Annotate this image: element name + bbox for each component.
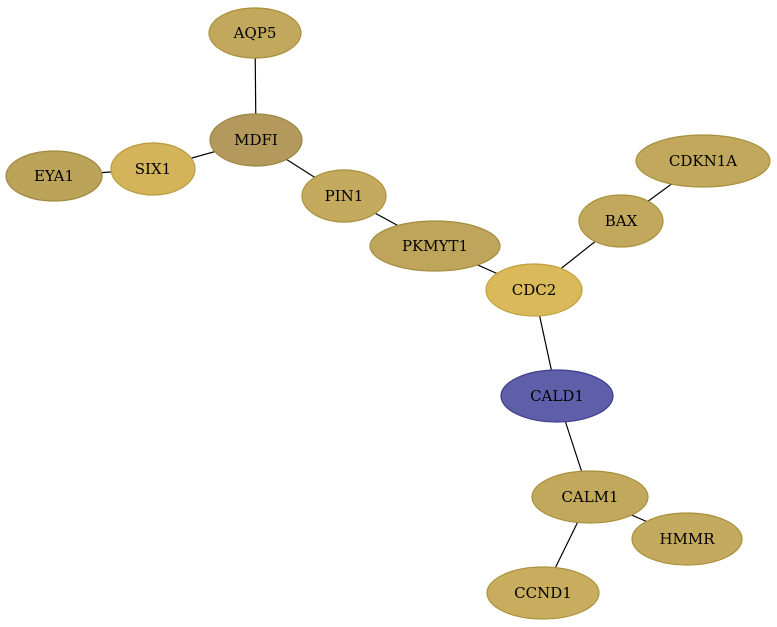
node-label: HMMR	[659, 530, 715, 548]
node-ccnd1[interactable]: CCND1	[486, 566, 600, 620]
node-ellipse	[631, 512, 743, 566]
node-ellipse	[209, 113, 303, 167]
node-ellipse	[635, 134, 771, 188]
node-label: SIX1	[135, 160, 171, 178]
node-label: CDKN1A	[669, 152, 737, 170]
node-label: CDC2	[512, 281, 557, 299]
node-pin1[interactable]: PIN1	[301, 169, 387, 223]
node-ellipse	[110, 142, 196, 196]
node-label: PKMYT1	[402, 237, 468, 255]
node-ellipse	[486, 566, 600, 620]
node-bax[interactable]: BAX	[578, 194, 664, 248]
node-ellipse	[500, 369, 614, 423]
node-aqp5[interactable]: AQP5	[208, 7, 302, 59]
node-ellipse	[301, 169, 387, 223]
node-ellipse	[208, 7, 302, 59]
node-ellipse	[369, 220, 501, 272]
node-mdfi[interactable]: MDFI	[209, 113, 303, 167]
node-hmmr[interactable]: HMMR	[631, 512, 743, 566]
node-label: CALD1	[530, 387, 584, 405]
node-label: CALM1	[561, 488, 618, 506]
node-cdc2[interactable]: CDC2	[485, 263, 583, 317]
node-six1[interactable]: SIX1	[110, 142, 196, 196]
node-ellipse	[485, 263, 583, 317]
node-cdkn1a[interactable]: CDKN1A	[635, 134, 771, 188]
node-ellipse	[5, 150, 103, 202]
node-cald1[interactable]: CALD1	[500, 369, 614, 423]
node-ellipse	[531, 470, 649, 524]
node-eya1[interactable]: EYA1	[5, 150, 103, 202]
node-calm1[interactable]: CALM1	[531, 470, 649, 524]
node-label: EYA1	[34, 167, 74, 185]
node-label: BAX	[605, 212, 638, 230]
node-label: AQP5	[233, 24, 277, 42]
node-pkmyt1[interactable]: PKMYT1	[369, 220, 501, 272]
node-label: PIN1	[325, 187, 364, 205]
node-ellipse	[578, 194, 664, 248]
node-label: MDFI	[234, 131, 278, 149]
node-label: CCND1	[514, 584, 572, 602]
